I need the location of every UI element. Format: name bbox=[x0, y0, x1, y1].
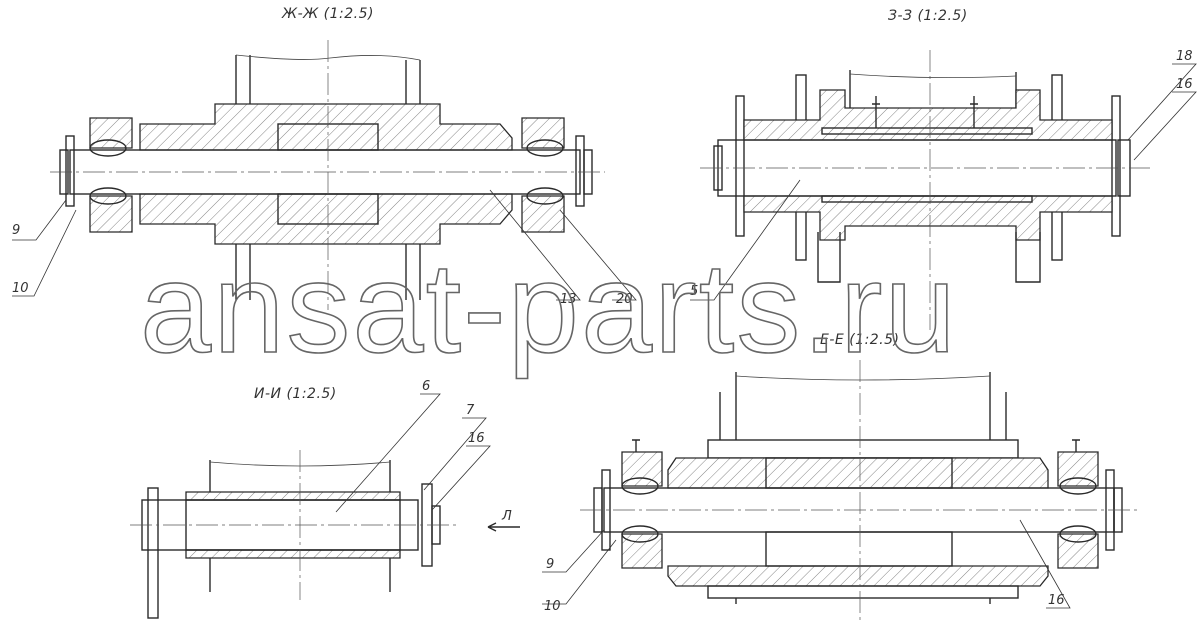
label-7: 7 bbox=[466, 403, 475, 418]
label-5: 5 bbox=[690, 284, 698, 299]
view-e-e: Е-Е (1:2.5) 9 10 bbox=[542, 332, 1140, 620]
view-z-z: З-З (1:2.5) 18 16 5 bbox=[690, 8, 1197, 330]
label-6: 6 bbox=[422, 379, 430, 394]
view-zh-title: Ж-Ж (1:2.5) bbox=[281, 6, 374, 22]
label-10-bottom: 10 bbox=[544, 599, 561, 614]
view-z-title: З-З (1:2.5) bbox=[888, 8, 968, 24]
label-9: 9 bbox=[12, 223, 20, 238]
view-e-title: Е-Е (1:2.5) bbox=[820, 332, 900, 348]
label-16-mid: 16 bbox=[468, 431, 485, 446]
view-zh-zh: Ж-Ж (1:2.5) 9 10 1 bbox=[12, 6, 637, 310]
label-9-bottom: 9 bbox=[546, 557, 554, 572]
watermark-text: ansat-parts.ru bbox=[140, 237, 958, 380]
label-20: 20 bbox=[616, 292, 633, 307]
view-i-i: И-И (1:2.5) Л 6 7 16 bbox=[130, 379, 520, 619]
label-13: 13 bbox=[560, 292, 577, 307]
label-16-top: 16 bbox=[1176, 77, 1193, 92]
label-10: 10 bbox=[12, 281, 29, 296]
arrow-label-l: Л bbox=[501, 509, 512, 524]
view-i-title: И-И (1:2.5) bbox=[254, 386, 337, 402]
label-18: 18 bbox=[1176, 49, 1193, 64]
label-16-bottom: 16 bbox=[1048, 593, 1065, 608]
